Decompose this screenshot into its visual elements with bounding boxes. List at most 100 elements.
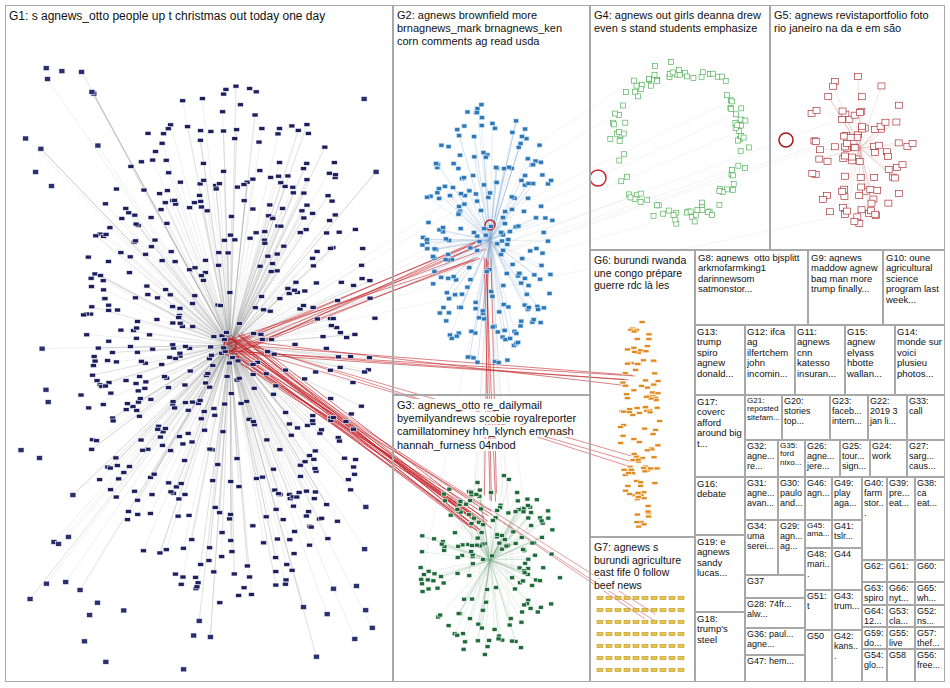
network-edge-line (230, 162, 280, 345)
network-node-dot (172, 198, 178, 202)
network-edge-line (230, 218, 304, 345)
network-edge-line (230, 131, 739, 345)
network-node-dot (541, 566, 546, 570)
network-node-dot (670, 70, 675, 75)
network-edge-line (152, 345, 230, 495)
network-node-dot (494, 180, 499, 184)
network-node-dot (483, 155, 488, 159)
network-node-dot (461, 176, 466, 180)
network-node-dot (651, 213, 656, 218)
network-node-dot (312, 467, 318, 471)
network-edge-line (102, 345, 230, 386)
network-edge-line (490, 537, 542, 560)
network-node-dot (126, 271, 132, 275)
network-node-dot (639, 86, 644, 91)
network-node-dot (529, 511, 534, 515)
network-edge-line (828, 96, 860, 148)
network-node-dot (441, 306, 446, 310)
network-edge-line (210, 345, 230, 637)
network-node-dot (513, 541, 518, 545)
network-node-dot (185, 125, 191, 129)
network-node-dot (258, 332, 264, 336)
network-node-dot (148, 245, 154, 249)
network-node-dot (211, 406, 217, 410)
network-node-dot (182, 344, 188, 348)
network-node-dot (213, 187, 219, 191)
network-node-dot (222, 402, 228, 406)
network-node-dot (135, 512, 141, 516)
network-node-dot (286, 422, 292, 426)
network-node-dot (723, 79, 728, 84)
network-node-dot (113, 456, 119, 460)
network-node-dot (137, 397, 143, 401)
network-edge-line (226, 245, 478, 352)
network-edge-line (46, 345, 230, 584)
network-edge-line (490, 537, 542, 560)
network-node-dot (176, 497, 182, 501)
network-node-dot (418, 566, 423, 570)
network-node-dot (92, 359, 98, 363)
network-node-dot (439, 575, 444, 579)
network-node-dot (176, 435, 182, 439)
network-node-dot (59, 69, 65, 74)
network-node-dot (525, 504, 530, 508)
network-node-dot (729, 107, 734, 112)
network-node-dot (343, 419, 349, 423)
network-node-dot (189, 400, 195, 404)
network-edge-line (108, 345, 230, 467)
network-edge-line (66, 345, 230, 582)
network-node-dot (700, 70, 705, 75)
network-node-dot (323, 346, 329, 350)
network-node-dot (70, 493, 76, 498)
network-node-dot (157, 192, 163, 196)
network-node-dot (539, 535, 544, 539)
network-node-dot (190, 325, 196, 329)
network-node-dot (420, 243, 425, 247)
network-node-dot (471, 356, 476, 360)
network-node-dot (148, 216, 154, 220)
network-edge-line (234, 347, 656, 614)
network-node-dot (247, 87, 253, 91)
network-node-dot (525, 157, 530, 161)
network-node-dot (359, 277, 365, 281)
network-node-dot (110, 419, 116, 423)
network-node-dot (211, 570, 217, 574)
network-edge-line (223, 260, 474, 342)
network-node-dot (518, 141, 523, 145)
network-node-dot (434, 161, 439, 165)
network-node-dot (526, 181, 531, 185)
network-node-dot (154, 296, 160, 300)
network-node-dot (648, 83, 653, 88)
network-node-dot (446, 145, 451, 149)
network-node-dot (535, 610, 540, 614)
network-edge-line (860, 148, 875, 214)
network-node-dot (332, 213, 338, 217)
network-node-dot (132, 489, 138, 493)
network-node-dot (301, 167, 307, 171)
network-edge-line (138, 345, 230, 500)
network-node-dot (166, 481, 172, 485)
network-node-dot (118, 251, 124, 255)
network-node-dot (359, 263, 365, 267)
network-node-dot (200, 278, 206, 282)
network-node-dot (140, 549, 146, 553)
network-node-dot (202, 428, 208, 432)
network-node-dot (166, 171, 172, 175)
network-node-dot (136, 414, 142, 418)
network-node-dot (448, 513, 453, 517)
network-node-dot (526, 557, 531, 561)
network-node-dot (495, 508, 500, 512)
network-edge-line (126, 208, 230, 345)
network-node-dot (302, 377, 308, 381)
network-node-dot (480, 309, 485, 313)
network-edge-line (111, 345, 230, 490)
network-node-dot (526, 284, 531, 288)
network-node-dot (133, 222, 139, 226)
network-node-dot (185, 408, 191, 412)
network-node-dot (476, 622, 481, 626)
network-edge-line (93, 345, 230, 366)
network-node-dot (557, 576, 562, 580)
network-node-dot (743, 165, 748, 170)
network-edge-line (108, 345, 230, 467)
network-node-dot (465, 285, 470, 289)
